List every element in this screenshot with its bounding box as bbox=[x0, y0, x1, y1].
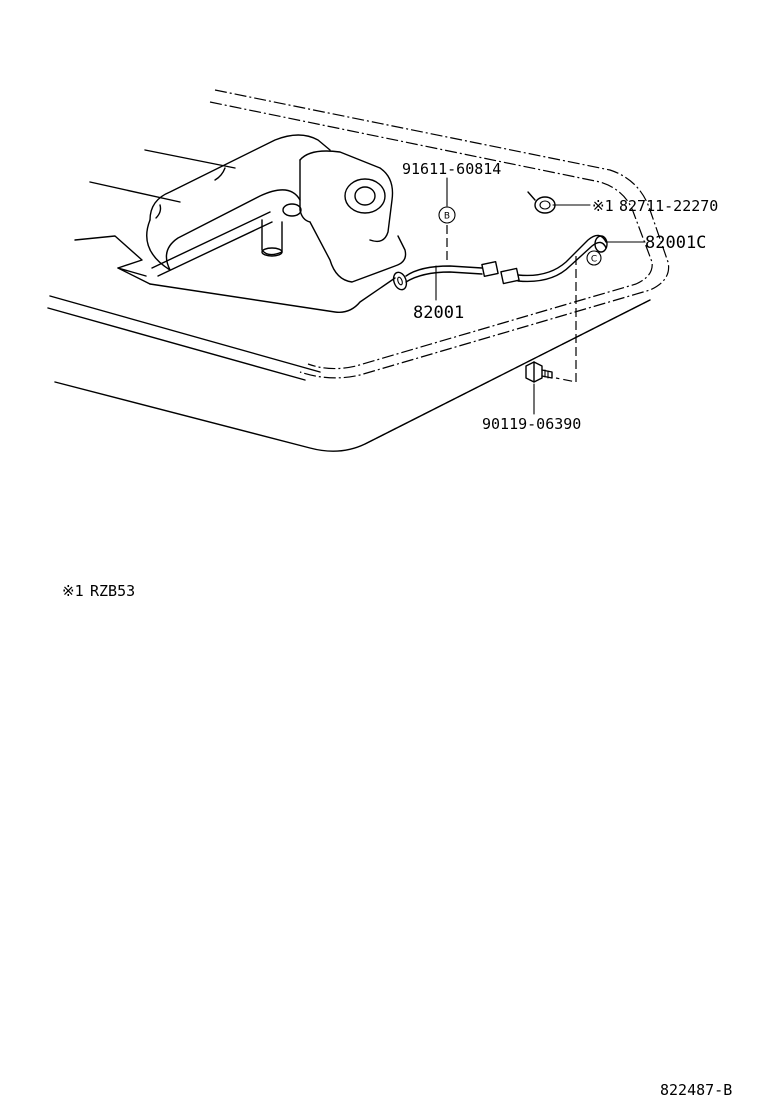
clamp-part bbox=[527, 191, 556, 214]
badge-c: C bbox=[586, 250, 602, 266]
diagram-code: 822487-B bbox=[660, 1081, 732, 1099]
badge-b-letter: B bbox=[444, 212, 450, 222]
part-label-91611: 91611-60814 bbox=[402, 160, 501, 178]
part-label-82001c: 82001C bbox=[645, 233, 706, 253]
footnote-text: RZB53 bbox=[90, 582, 135, 600]
badge-b: B bbox=[438, 206, 456, 224]
part-marker-p2: ※1 bbox=[592, 197, 614, 215]
badge-c-letter: C bbox=[591, 255, 597, 265]
tank-assembly bbox=[74, 134, 407, 313]
bolt-part bbox=[525, 361, 553, 383]
part-label-82711: 82711-22270 bbox=[619, 197, 718, 215]
part-label-90119: 90119-06390 bbox=[482, 415, 581, 433]
part-label-82001: 82001 bbox=[413, 303, 464, 323]
reference-lines bbox=[446, 225, 577, 383]
sensor-wire bbox=[392, 234, 608, 291]
footnote-mark: ※1 bbox=[62, 582, 84, 600]
floor-panel bbox=[47, 89, 670, 452]
leader-lines bbox=[435, 177, 646, 415]
